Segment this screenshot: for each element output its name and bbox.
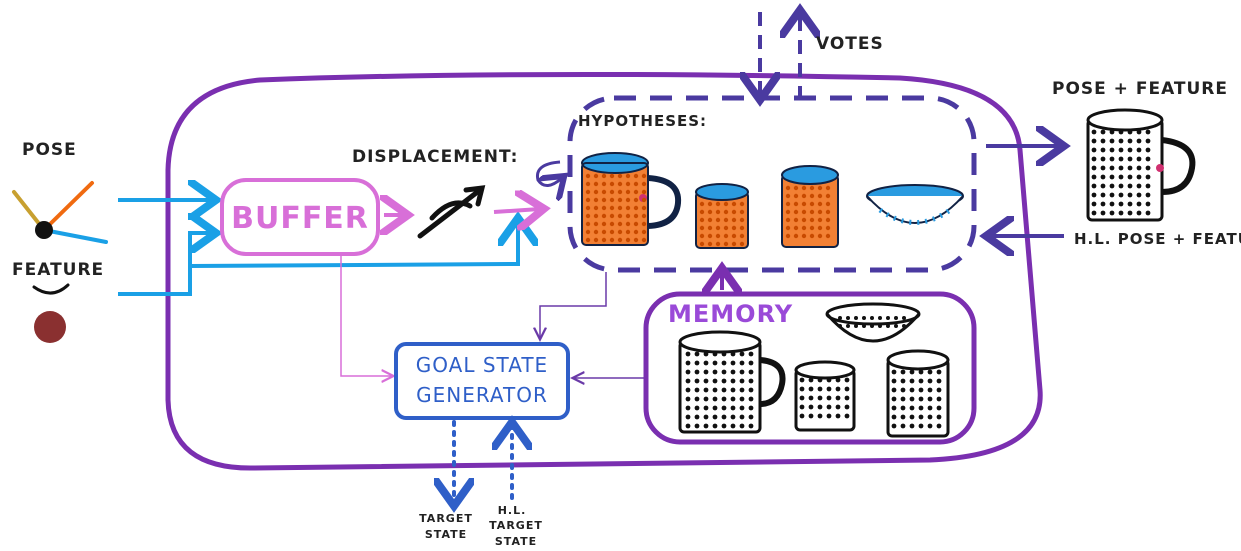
target-state-label-line1: TARGET <box>419 512 473 525</box>
feature-curve-icon <box>32 283 70 295</box>
memory-mug-icon <box>678 330 786 434</box>
buffer-label: BUFFER <box>231 201 369 236</box>
point-cloud-dots <box>585 129 1151 429</box>
pose-feature-out-label: POSE + FEATURE <box>1052 79 1228 99</box>
buffer-to-goal-arrow <box>340 256 392 376</box>
goal-state-generator-box <box>394 342 570 420</box>
goal-state-label-line1: GOAL STATE <box>416 353 548 377</box>
feature-to-hypotheses-arrow <box>189 222 518 268</box>
hypothesis-mug-icon <box>581 152 682 246</box>
displacement-arrow-icon <box>417 185 486 239</box>
feature-label: FEATURE <box>12 260 104 280</box>
buffer-box <box>220 178 380 256</box>
target-state-label-line2: STATE <box>425 528 467 541</box>
hl-target-label-line3: STATE <box>495 535 537 548</box>
pose-label: POSE <box>22 140 77 160</box>
memory-label: MEMORY <box>668 300 793 328</box>
hl-target-label-line2: TARGET <box>489 519 543 532</box>
learning-module-outline <box>165 71 1043 471</box>
pose-axes-icon <box>12 181 108 244</box>
displacement-label: DISPLACEMENT: <box>352 147 518 167</box>
memory-can-small-icon <box>794 360 856 432</box>
displacement-to-hypotheses-arrow <box>493 209 540 212</box>
feature-color-dot <box>34 311 66 343</box>
hl-target-label-line1: H.L. <box>498 504 527 517</box>
hl-pose-feature-label: H.L. POSE + FEATURE <box>1074 230 1241 248</box>
hypothesis-can-small-icon <box>695 183 749 249</box>
self-loop-icon <box>535 160 562 186</box>
memory-can-tall-icon <box>886 349 950 438</box>
hypotheses-to-goal-arrow <box>540 272 607 338</box>
feature-input-arrow <box>118 233 212 296</box>
hypotheses-label: HYPOTHESES: <box>578 112 707 130</box>
hypothesis-bowl-icon <box>866 184 964 225</box>
goal-state-label-line2: GENERATOR <box>416 383 548 407</box>
output-mug-icon <box>1086 108 1196 222</box>
votes-label: VOTES <box>816 34 884 54</box>
